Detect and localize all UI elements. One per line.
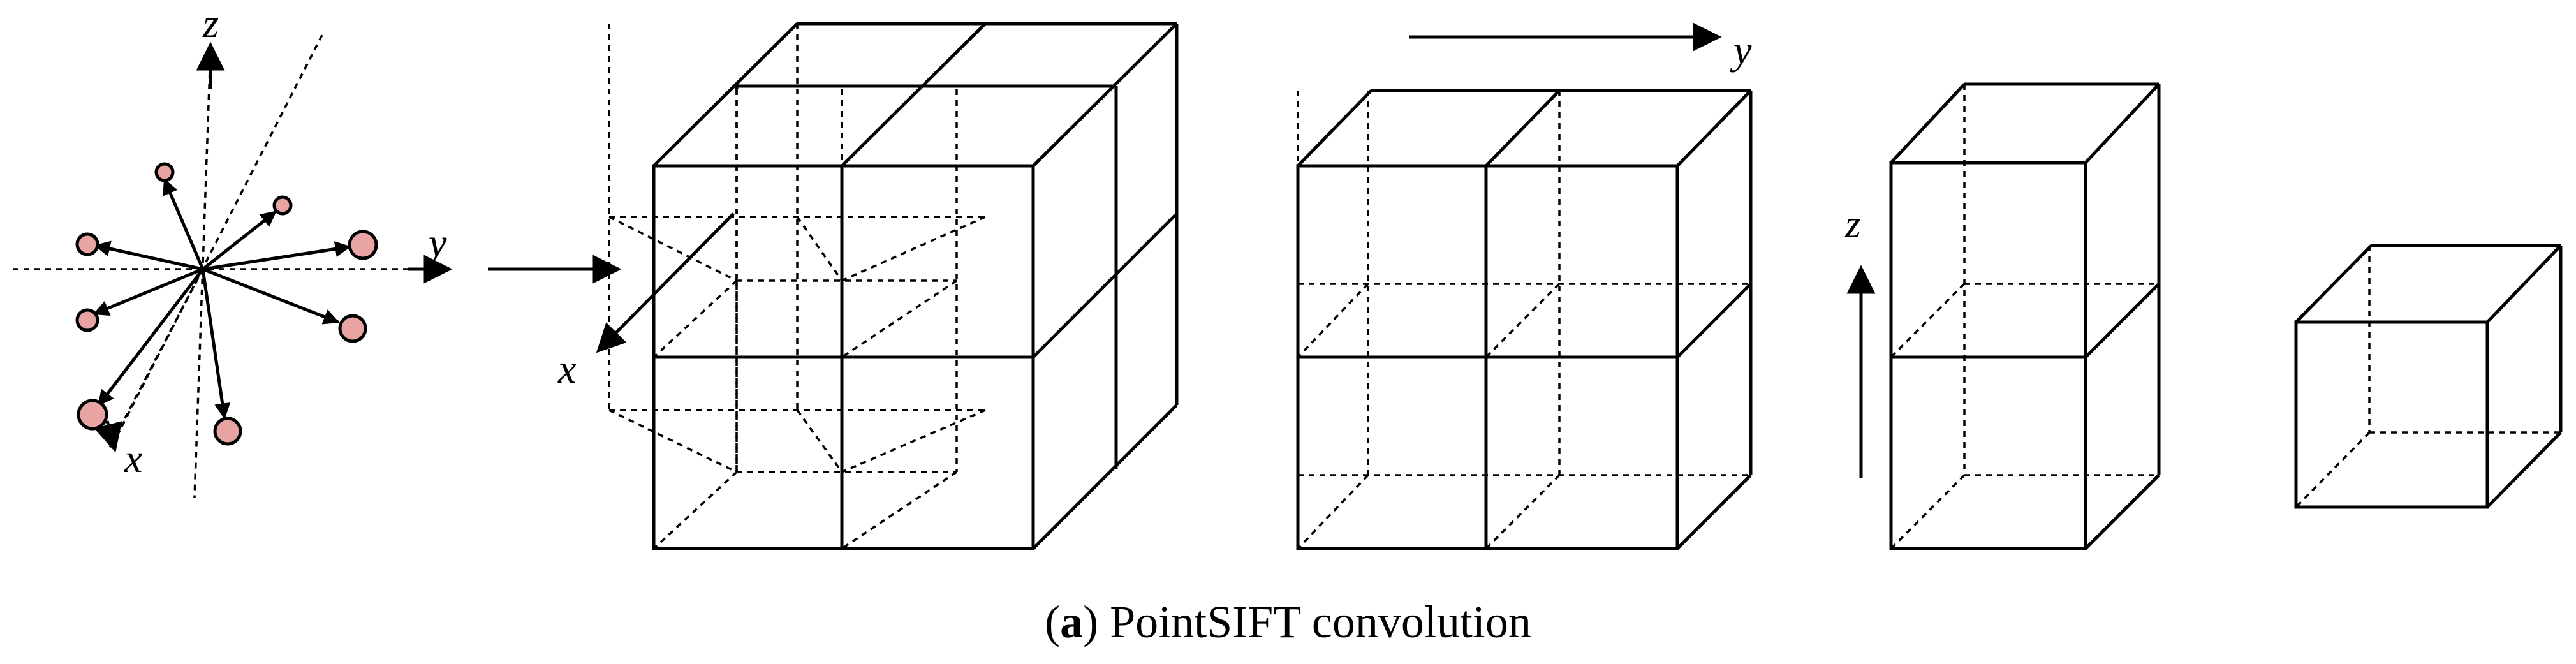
- cube-2x1x2: y: [1296, 22, 1753, 550]
- vector-3: [94, 240, 203, 271]
- cube-2x2x2: x: [557, 22, 1179, 550]
- point-6: [338, 314, 367, 343]
- point-8: [213, 417, 242, 446]
- z-direction-label: z: [1844, 201, 1861, 246]
- point-7: [77, 399, 108, 431]
- y-direction-label: y: [1730, 27, 1752, 73]
- point-4: [348, 230, 378, 260]
- diagonal-dashed: [110, 34, 323, 447]
- point-1: [154, 162, 175, 182]
- y-axis-label: y: [425, 220, 447, 265]
- cube-2x1x2-hidden-edges: [1297, 91, 1751, 550]
- cube-2x2x2-hidden-edges: [608, 24, 1033, 550]
- cube-x-axis-arrow: [596, 212, 735, 353]
- point-3: [75, 232, 99, 256]
- cube-2x1x2-visible-edges: [1296, 89, 1753, 550]
- x-axis-arrow: [94, 420, 122, 453]
- neighbor-vectors: [92, 178, 351, 420]
- x-axis-label: x: [124, 436, 142, 481]
- neighbor-points: [75, 162, 378, 446]
- figure-caption: (a) PointSIFT convolution: [1045, 596, 1531, 647]
- caption-tag: a: [1060, 596, 1084, 647]
- vector-7: [98, 268, 204, 406]
- x-axis-dashed: [107, 269, 204, 450]
- vector-2: [202, 210, 277, 270]
- vector-5: [92, 267, 203, 316]
- vector-6: [202, 267, 340, 325]
- point-5: [75, 308, 99, 332]
- vector-1: [163, 178, 205, 270]
- point-neighborhood-star: z y x: [13, 1, 453, 498]
- caption-text: PointSIFT convolution: [1110, 596, 1531, 647]
- cube-1x1x2-visible-edges: [1889, 82, 2161, 550]
- cube-1x1x1-visible-edges: [2294, 244, 2563, 509]
- point-2: [272, 195, 293, 216]
- cube-2x2x2-visible-edges: [652, 22, 1179, 550]
- cube-1x1x1: [2294, 244, 2563, 509]
- cube-1x1x1-hidden-edges: [2295, 246, 2561, 508]
- z-axis-label: z: [202, 1, 219, 46]
- z-axis-dashed: [193, 50, 212, 498]
- cube-1x1x2: z: [1844, 82, 2161, 550]
- vector-4: [202, 241, 351, 271]
- cube-x-axis-label: x: [557, 346, 576, 392]
- cube-1x1x2-hidden-edges: [1890, 84, 2159, 550]
- vector-8: [201, 269, 231, 420]
